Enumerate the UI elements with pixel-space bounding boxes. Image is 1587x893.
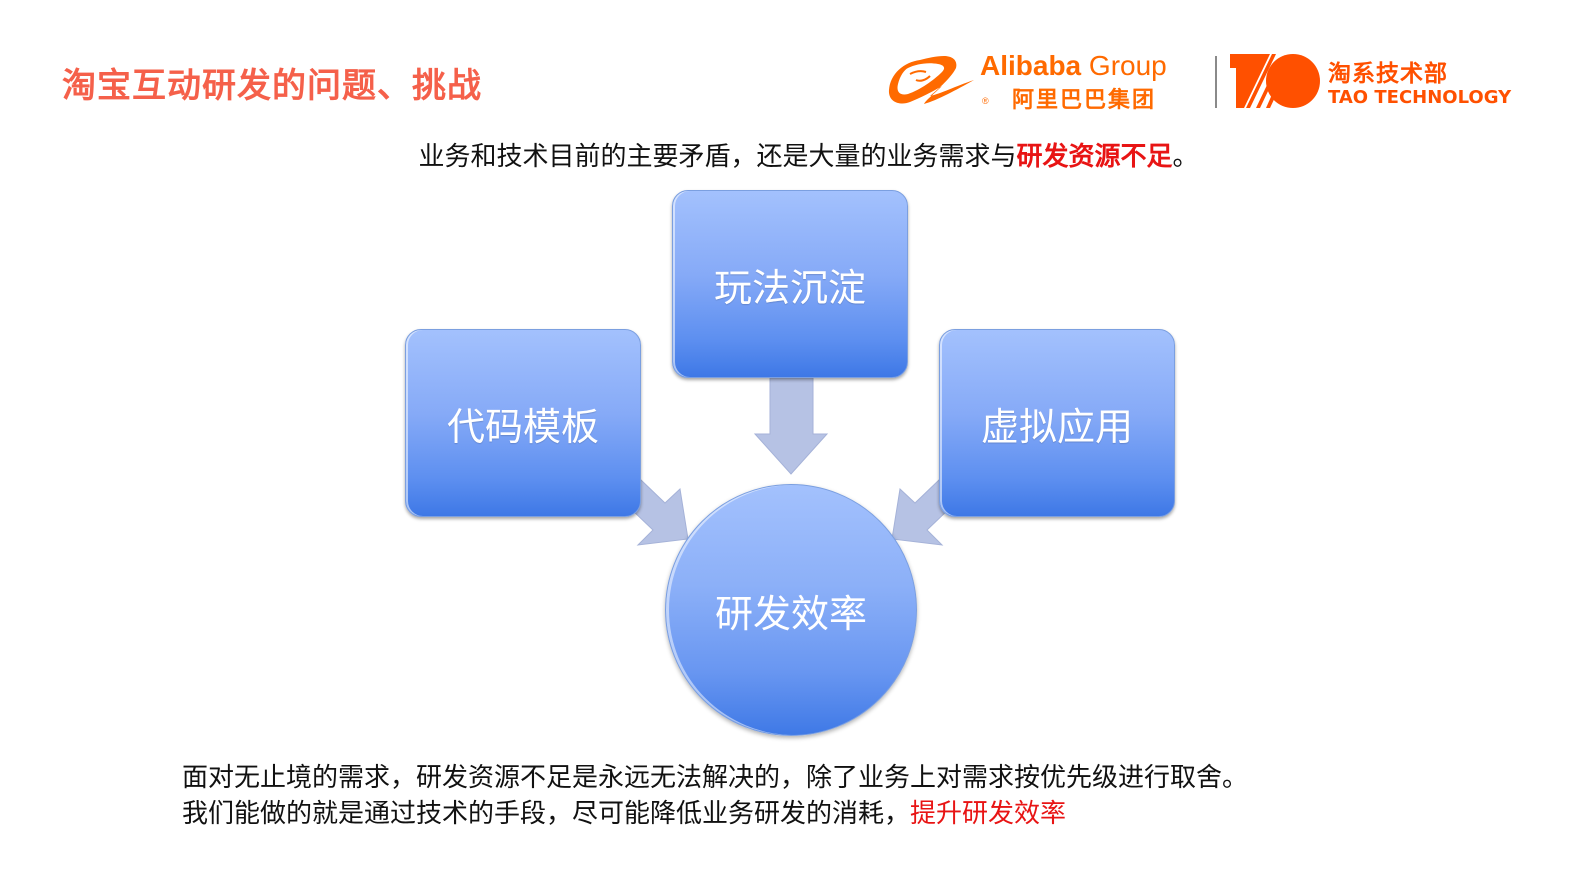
conclusion-line-1: 面对无止境的需求，研发资源不足是永远无法解决的，除了业务上对需求按优先级进行取舍… [182, 763, 1249, 793]
subtitle-suffix: 。 [1172, 142, 1199, 172]
subtitle: 业务和技术目前的主要矛盾，还是大量的业务需求与研发资源不足。 [0, 136, 1587, 173]
alibaba-chinese-name: 阿里巴巴集团 [1012, 88, 1157, 113]
node-left-box: 代码模板 [405, 329, 641, 517]
slide-title: 淘宝互动研发的问题、挑战 [62, 66, 482, 106]
alibaba-english-name: Alibaba Group [980, 50, 1167, 81]
subtitle-prefix: 业务和技术目前的主要矛盾，还是大量的业务需求与 [418, 142, 1017, 172]
arrow-down-icon [753, 377, 829, 475]
conclusion-highlight: 提升研发效率 [910, 799, 1067, 829]
subtitle-highlight: 研发资源不足 [1016, 142, 1173, 172]
tao-english-name: TAO TECHNOLOGY [1328, 87, 1512, 108]
tao-chinese-name: 淘系技术部 [1328, 61, 1448, 87]
conclusion-line-2-prefix: 我们能做的就是通过技术的手段，尽可能降低业务研发的消耗， [182, 799, 911, 829]
node-top-box: 玩法沉淀 [672, 190, 908, 378]
alibaba-group-logo: Alibaba Group ® 阿里巴巴集团 [886, 50, 1206, 113]
conclusion-line-2: 我们能做的就是通过技术的手段，尽可能降低业务研发的消耗，提升研发效率 [182, 796, 1248, 832]
logo-divider [1215, 56, 1217, 108]
registered-mark: ® [982, 96, 989, 106]
tao-technology-icon [1230, 54, 1320, 108]
node-right-box: 虚拟应用 [939, 329, 1175, 517]
node-center-circle: 研发效率 [665, 484, 917, 736]
conclusion-text: 面对无止境的需求，研发资源不足是永远无法解决的，除了业务上对需求按优先级进行取舍… [182, 760, 1248, 832]
alibaba-smile-icon [888, 56, 974, 104]
